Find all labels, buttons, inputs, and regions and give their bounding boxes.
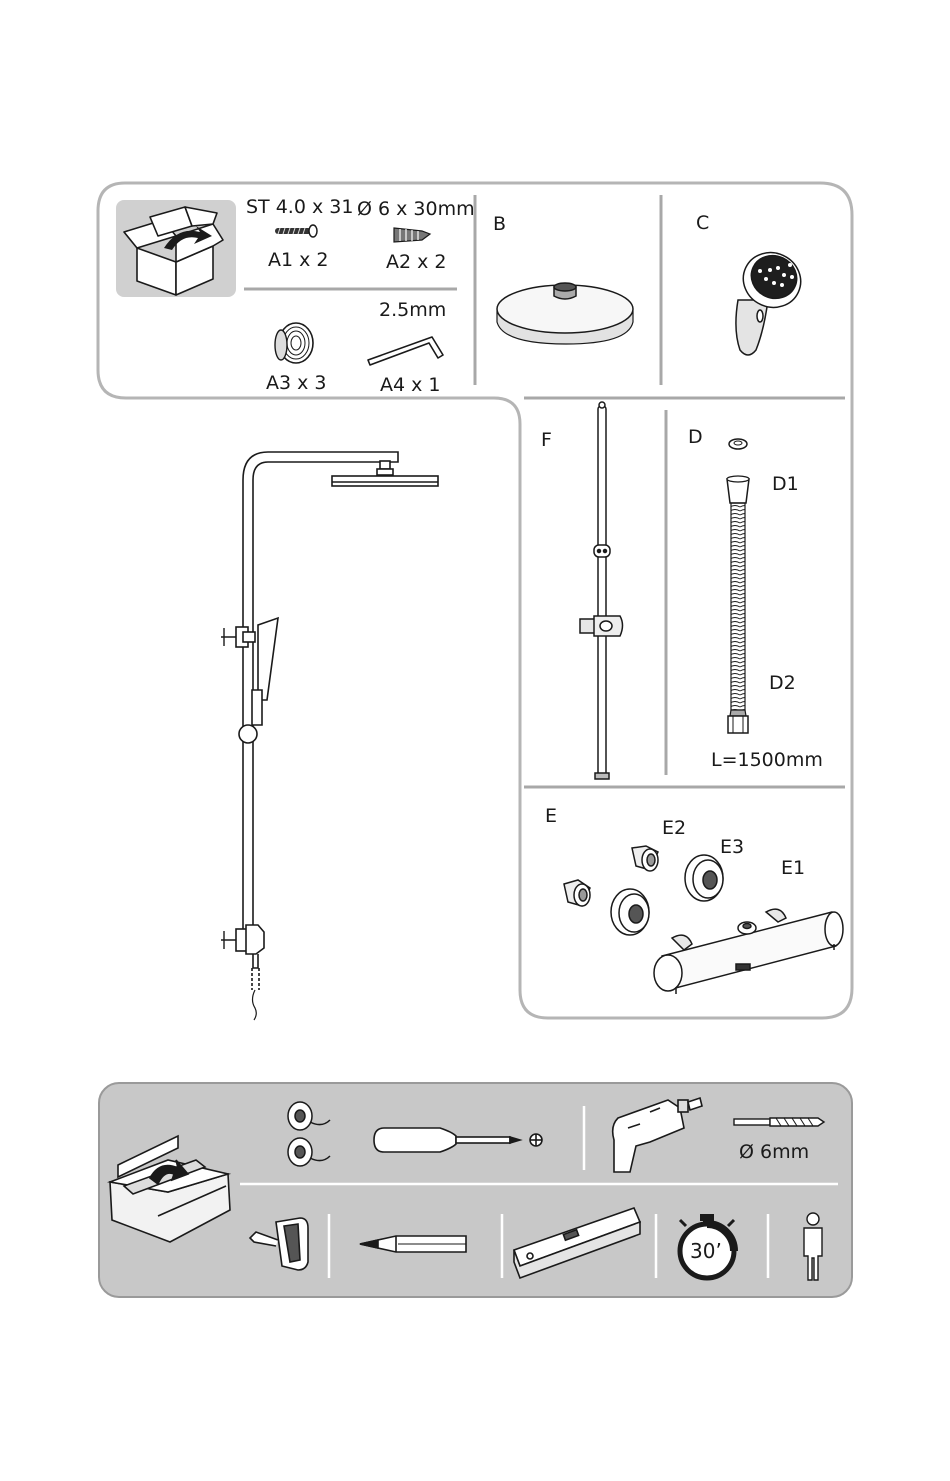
e3-part-label: E3 xyxy=(720,838,744,857)
slide-rail-icon xyxy=(580,402,623,779)
d2-part-label: D2 xyxy=(769,674,796,693)
drill-bit-size-label: Ø 6mm xyxy=(739,1143,809,1162)
b-part-label: B xyxy=(493,215,506,234)
installation-time-label: 30’ xyxy=(690,1241,722,1261)
c-part-label: C xyxy=(696,214,709,233)
d-part-label: D xyxy=(688,428,703,447)
a1-spec-label: ST 4.0 x 31 xyxy=(246,198,353,217)
cover-rosette-icon xyxy=(611,855,723,935)
a4-spec-label: 2.5mm xyxy=(379,301,446,320)
screw-icon xyxy=(275,225,317,237)
a2-code-label: A2 x 2 xyxy=(386,253,447,272)
overhead-shower-icon xyxy=(497,283,633,344)
a1-code-label: A1 x 2 xyxy=(268,251,329,270)
allen-key-icon xyxy=(368,337,443,365)
d1-part-label: D1 xyxy=(772,475,799,494)
e2-part-label: E2 xyxy=(662,819,686,838)
hose-length-label: L=1500mm xyxy=(711,751,823,770)
a4-code-label: A4 x 1 xyxy=(380,376,441,395)
screw-cap-icon xyxy=(275,323,313,363)
f-part-label: F xyxy=(541,431,552,450)
a3-code-label: A3 x 3 xyxy=(266,374,327,393)
e1-part-label: E1 xyxy=(781,859,805,878)
shower-hose-icon xyxy=(727,439,749,733)
e-part-label: E xyxy=(545,807,557,826)
wall-plug-icon xyxy=(394,228,430,242)
assembled-shower-set-illustration xyxy=(221,452,438,1020)
thermostatic-mixer-icon xyxy=(654,909,843,994)
open-box-icon xyxy=(116,200,236,297)
drill-bit-icon xyxy=(734,1118,824,1126)
hand-shower-icon xyxy=(734,243,809,355)
a2-spec-label: Ø 6 x 30mm xyxy=(357,200,475,219)
